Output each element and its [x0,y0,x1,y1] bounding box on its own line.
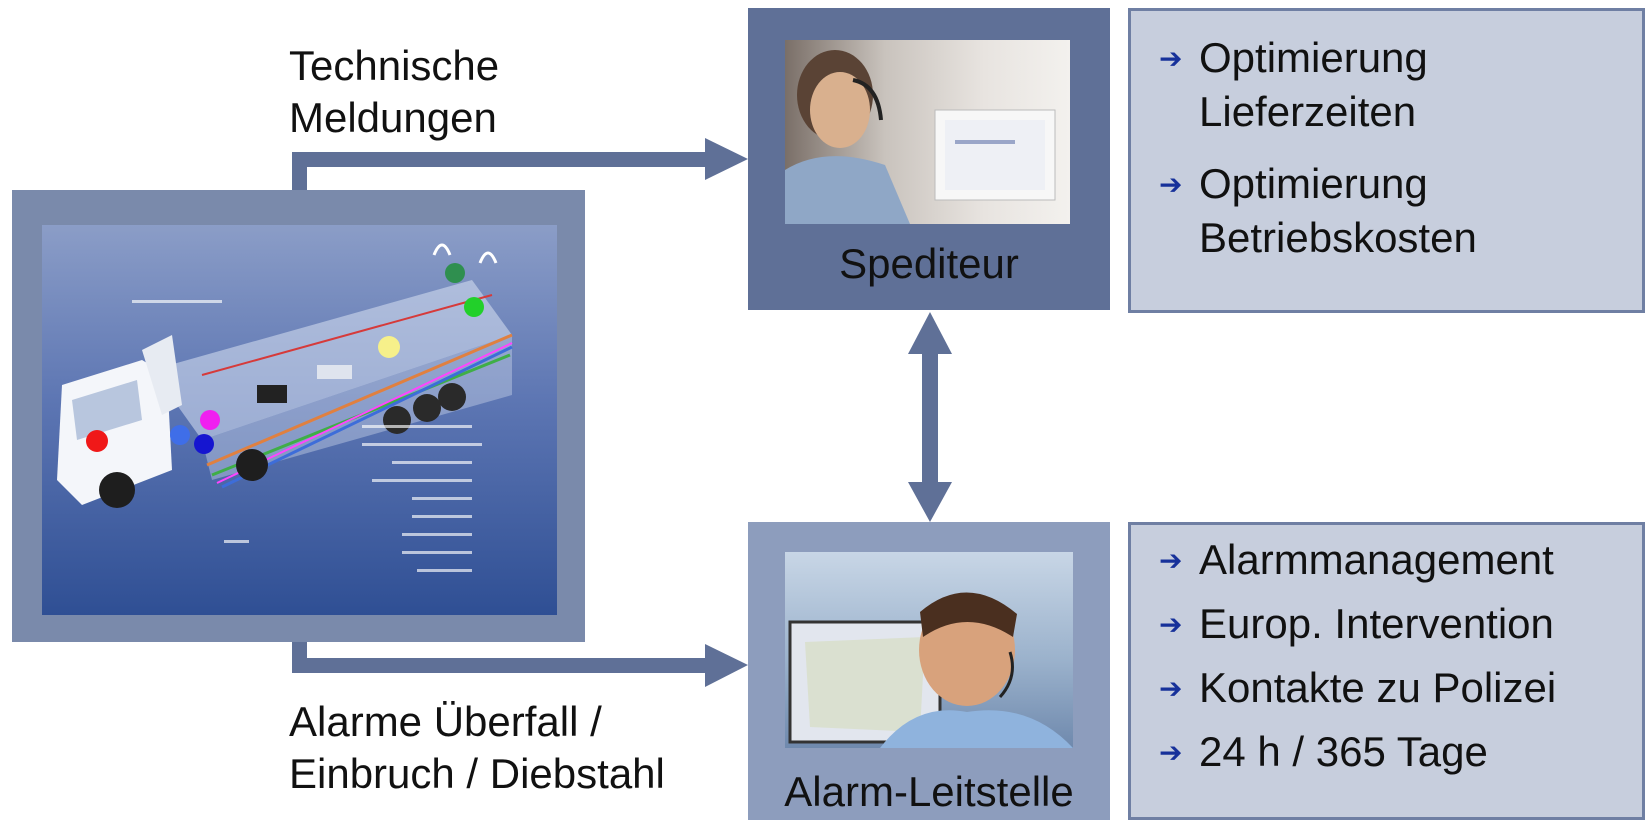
arrow-right-icon: ➔ [1159,169,1183,200]
benefit-line1: Optimierung [1199,160,1428,207]
arrow-right-icon: ➔ [1159,609,1183,640]
spediteur-photo [785,40,1070,224]
service-item: ➔ Alarmmanagement [1159,535,1554,586]
arrow-right-icon: ➔ [1159,545,1183,576]
technical-messages-line1: Technische [289,42,500,89]
service-label: Kontakte zu Polizei [1199,664,1557,711]
top-connector-arrowhead [705,138,748,180]
service-label: Europ. Intervention [1199,600,1554,647]
arrow-right-icon: ➔ [1159,673,1183,704]
bidirectional-arrow-down [908,482,952,522]
benefit-item: ➔ Optimierung [1159,159,1428,210]
alarms-caption-line2: Einbruch / Diebstahl [289,750,665,797]
alarms-caption: Alarme Überfall / Einbruch / Diebstahl [289,696,665,800]
alarm-center-label: Alarm-Leitstelle [784,768,1074,815]
benefit-item: ➔ Optimierung [1159,33,1428,84]
bottom-connector-horizontal [292,658,712,673]
benefit-line1: Optimierung [1199,34,1428,81]
alarm-services-panel: ➔ Alarmmanagement ➔ Europ. Intervention ➔ K… [1128,522,1645,820]
technical-messages-caption: Technische Meldungen [289,40,499,144]
benefit-line2: Lieferzeiten [1199,88,1417,135]
truck-telematics-image [42,225,557,615]
technical-messages-line2: Meldungen [289,94,497,141]
service-item: ➔ 24 h / 365 Tage [1159,727,1488,778]
arrow-right-icon: ➔ [1159,43,1183,74]
benefit-line2: Betriebskosten [1199,214,1477,261]
bottom-connector-arrowhead [705,644,748,687]
alarms-caption-line1: Alarme Überfall / [289,698,602,745]
bidirectional-arrow-shaft [922,352,938,484]
service-label: 24 h / 365 Tage [1199,728,1488,775]
service-item: ➔ Kontakte zu Polizei [1159,663,1556,714]
bidirectional-arrow-up [908,312,952,354]
spediteur-label: Spediteur [839,240,1019,287]
spediteur-benefits-panel: ➔ Optimierung Lieferzeiten ➔ Optimierung B… [1128,8,1645,313]
arrow-right-icon: ➔ [1159,737,1183,768]
service-label: Alarmmanagement [1199,536,1554,583]
alarm-center-photo [785,552,1073,748]
service-item: ➔ Europ. Intervention [1159,599,1554,650]
top-connector-horizontal [292,152,712,167]
